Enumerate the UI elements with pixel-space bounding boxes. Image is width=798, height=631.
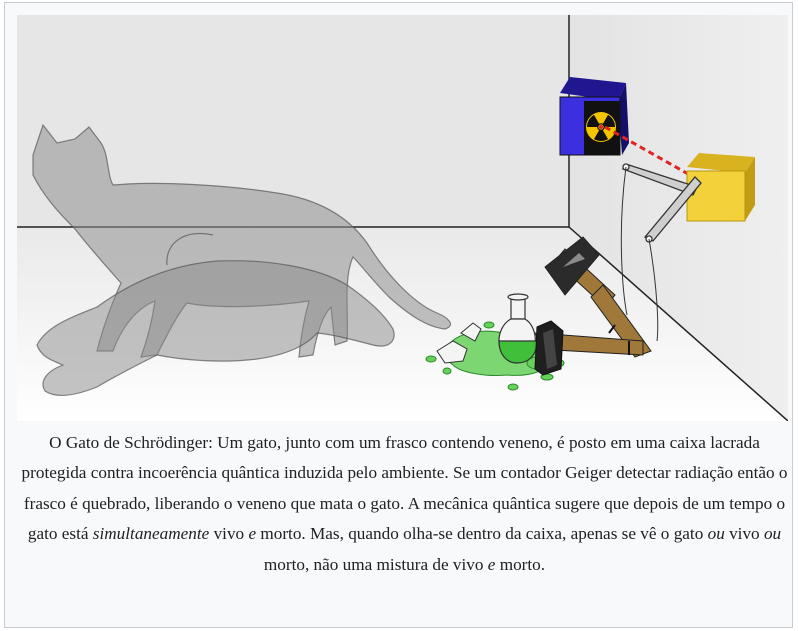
radiation-trefoil-icon [586, 112, 616, 142]
caption-emphasis: ou [763, 524, 782, 544]
floor-edge-line [568, 226, 788, 421]
radiation-beam [604, 125, 698, 181]
illustration [17, 15, 788, 421]
cat-dead [36, 233, 395, 396]
figure-caption: O Gato de Schrödinger: Um gato, junto co… [19, 428, 790, 580]
radiation-source-box [559, 77, 629, 156]
caption-emphasis: e [487, 554, 496, 574]
caption-text: morto. [499, 554, 546, 574]
figure-frame: O Gato de Schrödinger: Um gato, junto co… [4, 2, 793, 628]
caption-emphasis: ou [707, 524, 725, 544]
caption-text: morto. Mas, quando olha-se dentro da cai… [260, 524, 704, 544]
caption-text: vivo [213, 524, 245, 544]
caption-text: vivo [729, 524, 760, 544]
hammer-head-dropped [534, 320, 564, 376]
schrodinger-cat-illustration [17, 15, 788, 421]
caption-text: morto, não uma mistura de vivo [263, 554, 484, 574]
caption-text: O Gato de Schrödinger: Um gato, junto co… [21, 433, 788, 544]
poison-flask [498, 293, 538, 364]
lever-mechanism [620, 163, 702, 342]
hammer [536, 236, 652, 358]
caption-emphasis: e [248, 524, 257, 544]
caption-emphasis: simultaneamente [92, 524, 210, 544]
